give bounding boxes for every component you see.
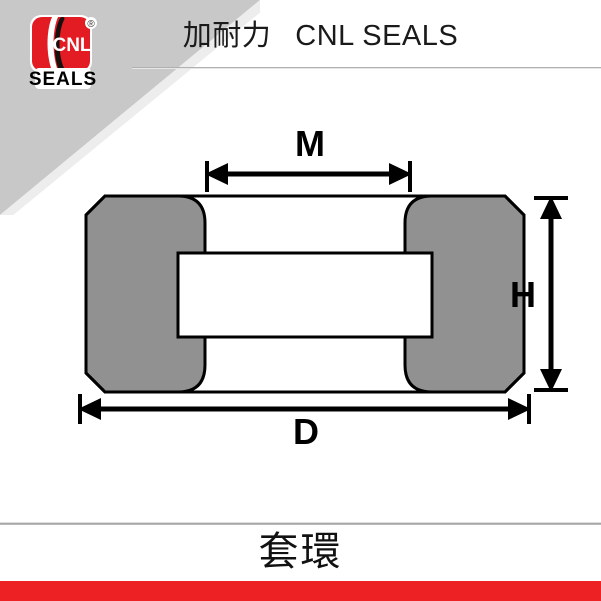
footer-bar [0, 581, 601, 601]
registered-trademark-icon: ® [87, 19, 95, 30]
cnl-seals-logo: CNL ® SEALS [29, 15, 97, 90]
page-title-cjk: 加耐力 [182, 18, 272, 52]
logo-sub-text: SEALS [29, 69, 97, 90]
logo-brand-text: CNL [52, 35, 91, 56]
dimension-h: H [510, 196, 568, 392]
dimension-m: M [205, 123, 412, 192]
dimension-h-label: H [510, 274, 536, 315]
dimension-m-label: M [295, 123, 325, 164]
product-name-caption: 套環 [258, 529, 343, 575]
part-outer-outline [84, 194, 526, 394]
dimension-d: D [78, 394, 531, 452]
header-divider [132, 67, 601, 69]
caption-divider [0, 522, 601, 525]
dimension-d-label: D [293, 411, 319, 452]
page-title-latin: CNL SEALS [295, 20, 459, 52]
page-title: 加耐力 CNL SEALS [0, 16, 601, 55]
part-center-cavity [176, 251, 434, 339]
